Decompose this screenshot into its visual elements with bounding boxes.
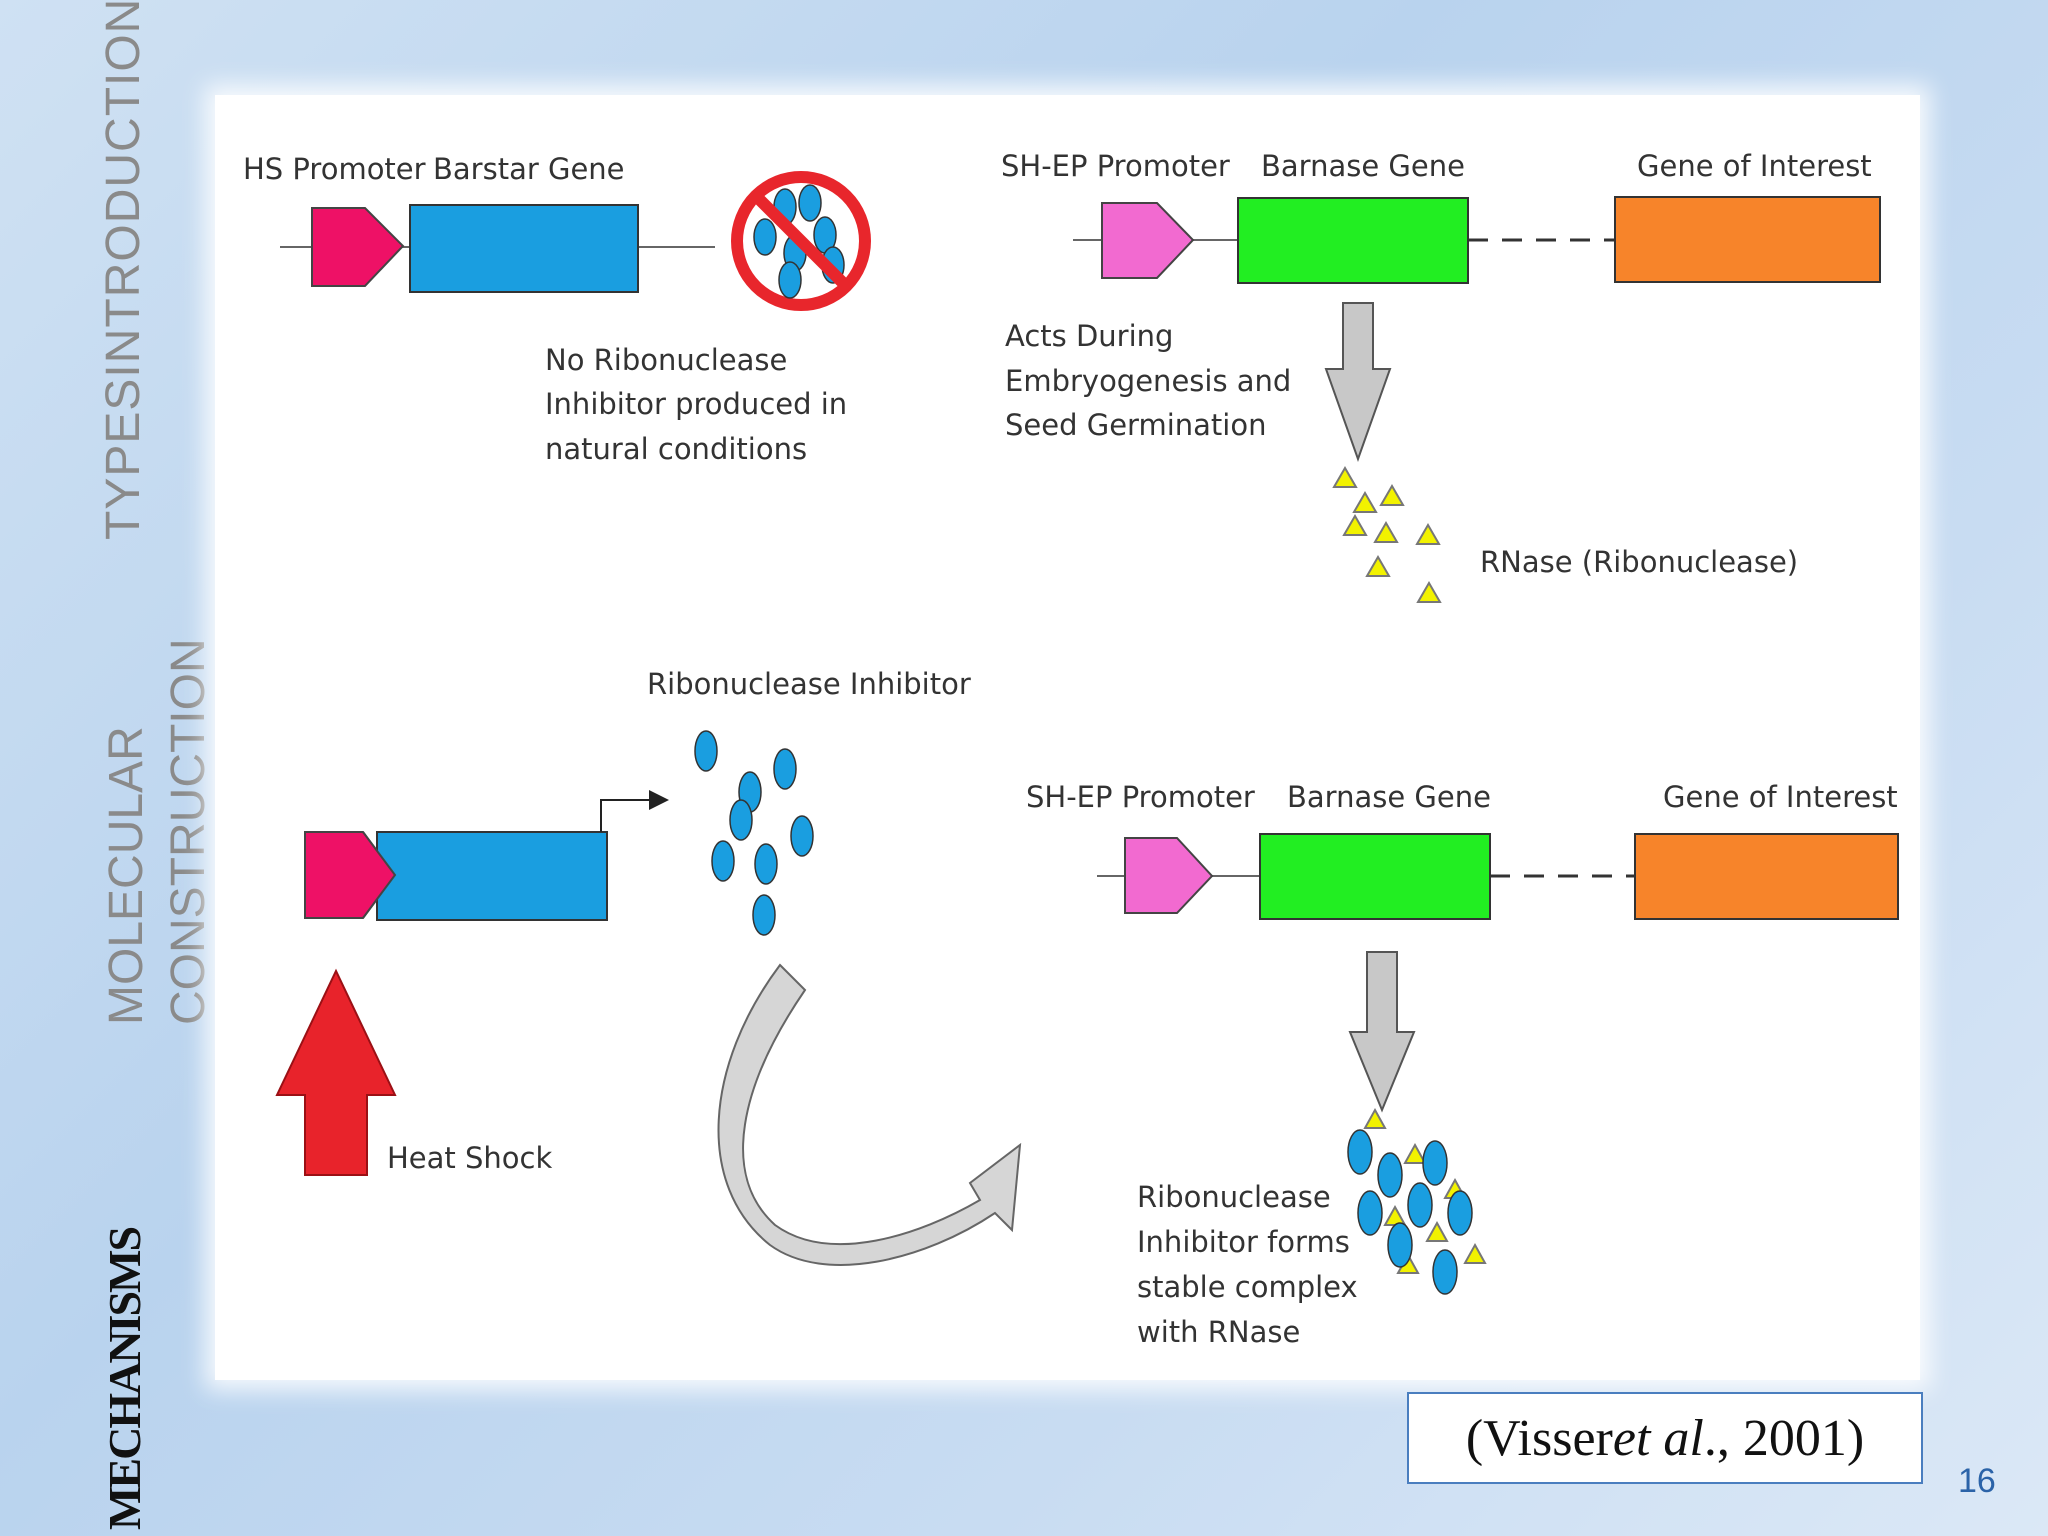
goi-label: Gene of Interest	[1637, 149, 1872, 183]
shep-promoter-shape-bottom	[1124, 837, 1214, 914]
curved-arrow	[717, 963, 1022, 1266]
transcription-arrow	[600, 790, 669, 832]
complex-caption-line2: Inhibitor forms	[1137, 1225, 1350, 1259]
shep-promoter-label: SH-EP Promoter	[1001, 149, 1230, 183]
inhibitor-rnase-complex	[1347, 1107, 1487, 1295]
shep-promoter-label-bottom: SH-EP Promoter	[1026, 780, 1255, 814]
sidebar-section-molecular[interactable]: MOLECULAR CONSTRUCTION	[96, 638, 220, 1025]
complex-caption-line3: stable complex	[1137, 1270, 1358, 1304]
shep-promoter-shape	[1101, 202, 1195, 279]
complex-caption-line1: Ribonuclease	[1137, 1180, 1331, 1214]
barnase-gene-label-bottom: Barnase Gene	[1287, 780, 1491, 814]
citation-etal: et al	[1612, 1409, 1704, 1467]
hs-promoter-label: HS Promoter	[243, 152, 426, 186]
goi-label-bottom: Gene of Interest	[1663, 780, 1898, 814]
barstar-gene-label: Barstar Gene	[433, 152, 625, 186]
heat-shock-arrow	[275, 968, 397, 1176]
construct-barstar-top: HS Promoter Barstar Gene	[243, 152, 715, 293]
barstar-gene-box	[409, 204, 639, 293]
sidebar-section-intro[interactable]: TYPESINTRODUCTION	[97, 0, 150, 540]
construct-barnase-top: SH-EP Promoter Barnase Gene Gene of Inte…	[1001, 149, 1881, 284]
barnase-gene-box-bottom	[1259, 833, 1491, 920]
diagram-panel: HS Promoter Barstar Gene No Ribonuclease…	[215, 95, 1920, 1380]
barstar-caption-line2: Inhibitor produced in	[545, 387, 847, 421]
barnase-caption-line1: Acts During	[1005, 319, 1173, 353]
goi-box	[1614, 196, 1881, 283]
construct-barnase-bottom: SH-EP Promoter Barnase Gene Gene of Inte…	[1026, 780, 1899, 920]
heat-shock-label: Heat Shock	[387, 1141, 552, 1175]
complex-caption-line4: with RNase	[1137, 1315, 1300, 1349]
no-inhibitor-icon	[731, 171, 871, 311]
barnase-caption-line3: Seed Germination	[1005, 408, 1266, 442]
inhibitor-label: Ribonuclease Inhibitor	[647, 667, 971, 701]
expression-arrow-bottom	[1348, 951, 1416, 1113]
sidebar-molecular-line1: MOLECULAR	[100, 726, 153, 1025]
barnase-caption-line2: Embryogenesis and	[1005, 364, 1291, 398]
barnase-barstar-diagram: HS Promoter Barstar Gene No Ribonuclease…	[243, 149, 1899, 1349]
barstar-gene-box-active	[376, 831, 608, 921]
expression-arrow-top	[1324, 302, 1392, 462]
sidebar-molecular-line2: CONSTRUCTION	[162, 638, 215, 1025]
citation-year: ., 2001)	[1703, 1409, 1865, 1467]
goi-box-bottom	[1634, 833, 1899, 920]
barnase-gene-box	[1237, 197, 1469, 284]
page-number: 16	[1958, 1462, 1996, 1500]
barnase-gene-label: Barnase Gene	[1261, 149, 1465, 183]
citation-author: (Visser	[1465, 1409, 1613, 1467]
rnase-label: RNase (Ribonuclease)	[1480, 545, 1798, 579]
barstar-caption-line3: natural conditions	[545, 432, 807, 466]
barstar-caption-line1: No Ribonuclease	[545, 343, 787, 377]
hs-promoter-shape	[311, 207, 405, 287]
rnase-triangles	[1332, 466, 1442, 603]
inhibitor-molecules	[694, 730, 814, 936]
citation-box: (Visser et al., 2001)	[1407, 1392, 1923, 1484]
sidebar-section-mechanisms[interactable]: MECHANISMS	[99, 1227, 150, 1530]
construct-barstar-bottom	[304, 790, 669, 921]
